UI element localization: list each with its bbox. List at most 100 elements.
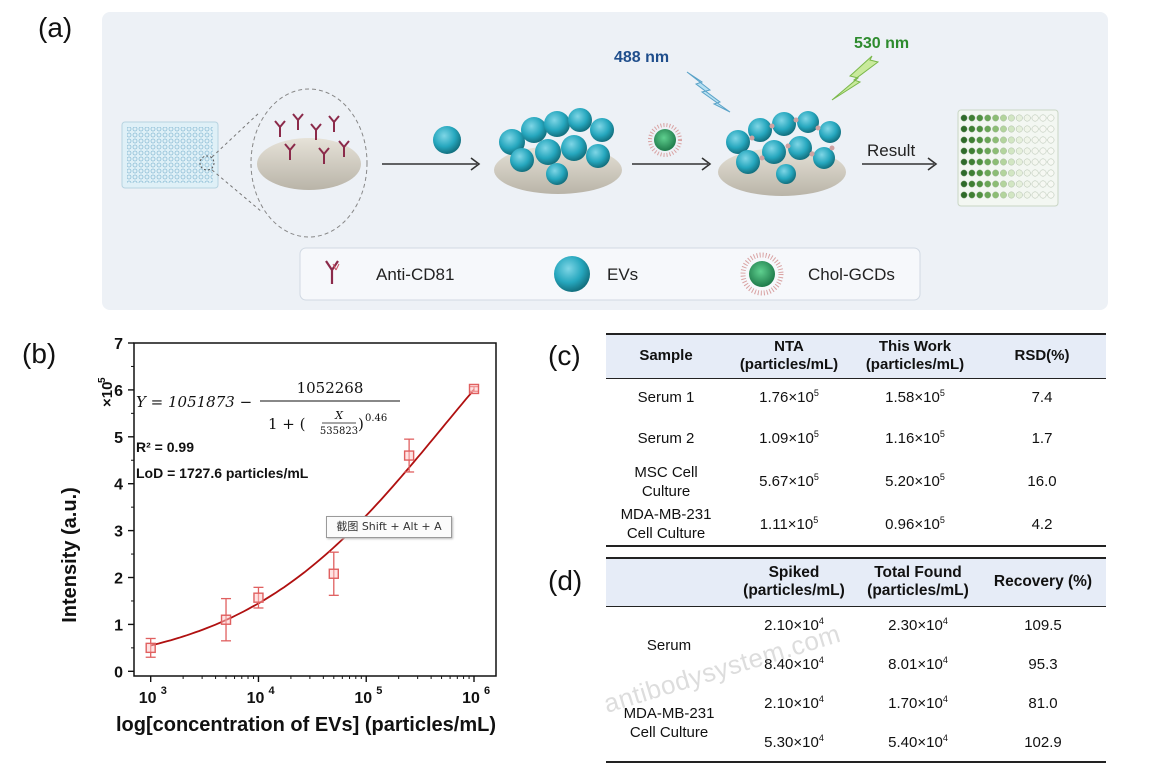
table-d-header-spiked: Spiked(particles/mL) [732,558,856,607]
table-cell-nta: 1.11×105 [759,514,819,533]
table-cell-rsd: 16.0 [1027,473,1057,490]
plate-well [1015,169,1023,177]
well-plate-icon [121,121,219,189]
plate-well [992,169,999,177]
table-c-header-rsd: RSD(%) [978,334,1106,379]
legend-ev-label: EVs [607,265,638,284]
plate-well [1047,169,1055,177]
y-multiplier-exp: 5 [97,377,108,383]
y-tick-label: 4 [114,477,123,494]
data-point [253,592,264,603]
table-cell-rsd: 7.4 [1031,389,1053,407]
table-d-header-recovery: Recovery (%) [980,558,1106,607]
plate-well [976,180,984,188]
table-cell-nta: 5.67×105 [759,472,819,491]
y-multiplier: ×10 5 [97,377,116,407]
table-row: 8.40×104 8.01×104 95.3 [606,645,1106,684]
plate-well [1039,114,1047,122]
plot-frame [133,342,497,677]
plate-well [1023,136,1031,144]
plate-well [1039,180,1047,188]
equation-x0: 535823 [320,426,358,437]
plate-well [984,147,992,155]
plate-well [992,136,999,144]
plate-well [1008,158,1015,166]
plate-well [1039,136,1047,144]
panel-label-c: (c) [548,340,581,371]
table-row: Serum 2.10×104 2.30×104 109.5 [606,606,1106,654]
y-tick-label: 0 [114,664,123,681]
plate-well [968,147,976,155]
zoomed-surface-icon [250,88,368,238]
plate-well [960,169,968,177]
plate-well [960,136,968,144]
table-d-header-total-found: Total Found(particles/mL) [856,558,980,607]
plate-well [1047,136,1055,144]
plate-well [1047,158,1055,166]
plate-well [1008,125,1015,133]
table-d-header-row: Spiked(particles/mL) Total Found(particl… [606,558,1106,607]
plate-well [1047,125,1055,133]
table-cell-this-work: 5.20×105 [885,472,945,491]
plate-well [1039,147,1047,155]
plate-well [976,136,984,144]
table-cell-sample: Serum 1 [637,389,695,407]
plate-well [960,147,968,155]
legend-gcd-icon [740,252,784,296]
plate-well [1000,125,1007,133]
x-tick-label: 10 [247,690,265,707]
plate-well [968,169,976,177]
result-plate-icon [957,109,1059,207]
fit-curve [150,389,475,647]
ev-capture-surface-icon [494,108,622,194]
plate-well [992,191,999,199]
plate-well [992,180,999,188]
table-cell-spiked: 2.10×104 [764,694,824,713]
legend-ev-icon [554,256,590,292]
plate-well [1015,114,1023,122]
plate-well [1008,169,1015,177]
gcd-particle-icon [648,123,682,157]
plate-well [1047,180,1055,188]
plate-well [984,191,992,199]
plate-well [1015,136,1023,144]
plate-well [1015,191,1023,199]
equation-x: X [334,409,344,422]
x-tick-label-exp: 4 [268,685,275,697]
ev-particle-icon [433,126,461,154]
panel-label-d: (d) [548,565,583,596]
fit-equation: Y = 1051873 − 1052268 1 + ( X 535823 ) 0… [136,379,400,437]
legend-gcd-core-icon [749,261,775,287]
plate-well [968,125,976,133]
x-tick-label: 10 [354,690,372,707]
y-tick-label: 1 [114,617,123,634]
plate-well [1047,147,1055,155]
plate-well [1015,125,1023,133]
plate-well [976,158,984,166]
plate-well [992,114,999,122]
plate-well [976,125,984,133]
equation-denominator-suffix: ) [358,415,364,433]
plate-well [1047,114,1055,122]
plate-well [1023,191,1031,199]
plate-well [1031,191,1039,199]
plate-well [976,169,984,177]
plate-well [1000,158,1007,166]
plate-well [1015,147,1023,155]
screenshot-tooltip: 截图 Shift + Alt + A [326,516,452,538]
plate-well [960,191,968,199]
y-tick-label: 5 [114,430,123,447]
table-cell-this-work: 1.16×105 [885,429,945,448]
plate-well [1031,114,1039,122]
table-cell-sample: Serum 2 [637,430,695,447]
plate-well [1015,158,1023,166]
y-tick-label: 2 [114,571,123,588]
y-axis-label: Intensity (a.u.) [60,487,81,623]
lightning-530-icon [831,55,880,101]
table-cell-spiked: 5.30×104 [764,732,824,751]
plate-well [1039,191,1047,199]
table-cell-rsd: 4.2 [1031,515,1053,533]
plate-well [992,158,999,166]
